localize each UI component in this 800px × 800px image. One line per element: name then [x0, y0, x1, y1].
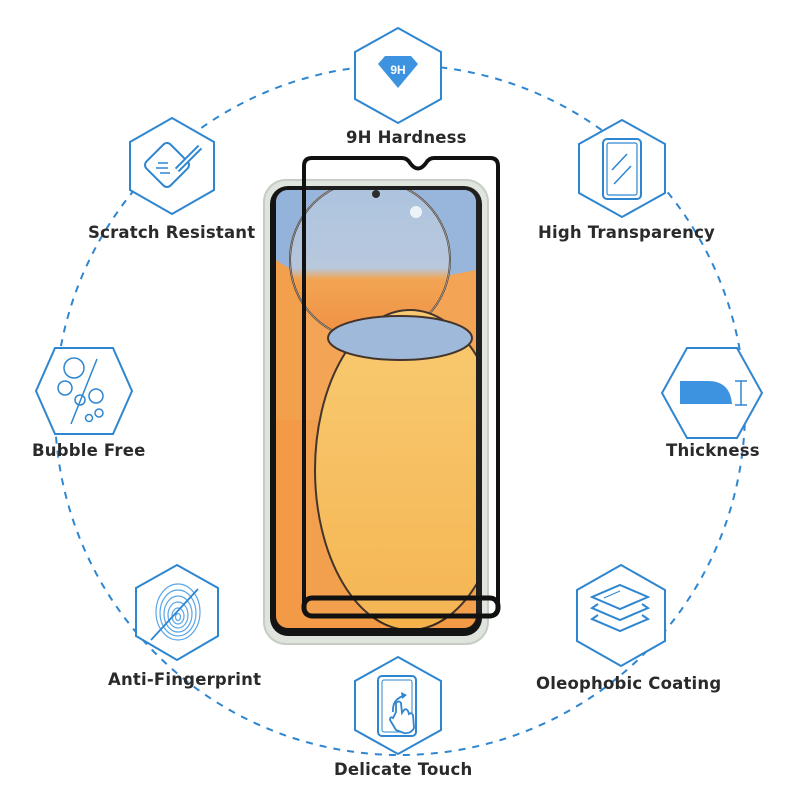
feature-label: Anti-Fingerprint: [108, 670, 262, 689]
feature-label: Scratch Resistant: [88, 223, 256, 242]
feature-label: Oleophobic Coating: [536, 674, 722, 693]
feature-label: Bubble Free: [32, 441, 146, 460]
svg-text:9H: 9H: [390, 63, 405, 77]
feature-label: 9H Hardness: [346, 128, 467, 147]
feature-label: Delicate Touch: [334, 760, 473, 779]
feature-label: Thickness: [666, 441, 760, 460]
feature-label: High Transparency: [538, 223, 716, 242]
